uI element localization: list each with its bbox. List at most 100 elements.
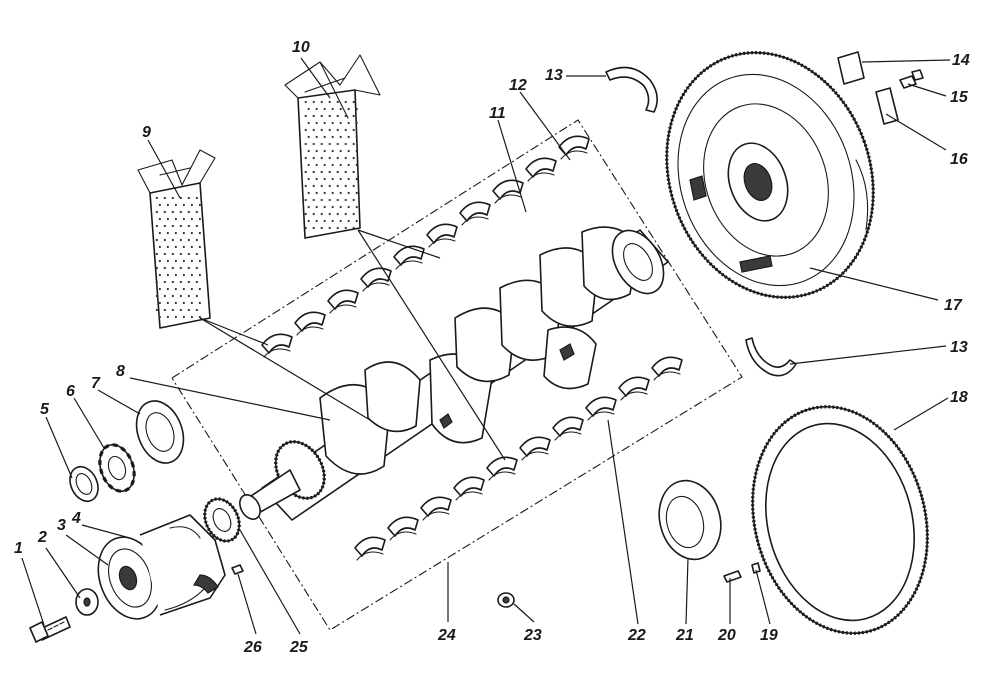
sprocket-6 bbox=[98, 443, 136, 493]
pack-texture-dot bbox=[158, 217, 161, 221]
pack-texture-dot bbox=[304, 128, 307, 132]
pack-texture-dot bbox=[179, 224, 182, 228]
pack-texture-dot bbox=[179, 280, 182, 284]
pack-texture-dot bbox=[187, 308, 190, 312]
pack-texture-dot bbox=[355, 149, 358, 153]
pack-texture-dot bbox=[320, 156, 323, 160]
plate-16 bbox=[875, 87, 899, 125]
lower-bearing-shells bbox=[354, 356, 683, 561]
pack-texture-dot bbox=[312, 142, 315, 146]
pack-texture-dot bbox=[155, 294, 158, 298]
pack-texture-dot bbox=[155, 308, 158, 312]
pack-texture-dot bbox=[315, 163, 318, 167]
pack-texture-dot bbox=[155, 266, 158, 270]
pack-texture-dot bbox=[155, 210, 158, 214]
lower-shell bbox=[552, 416, 584, 437]
pack-texture-dot bbox=[315, 191, 318, 195]
pack-texture-dot bbox=[339, 163, 342, 167]
upper-shell-edge bbox=[296, 326, 324, 336]
pack-texture-dot bbox=[163, 252, 166, 256]
pack-texture-dot bbox=[155, 224, 158, 228]
pack-texture-dot bbox=[355, 219, 358, 223]
pack-texture-dot bbox=[163, 224, 166, 228]
pack-texture-dot bbox=[195, 266, 198, 270]
lower-shell bbox=[585, 396, 617, 417]
pack-texture-dot bbox=[195, 280, 198, 284]
pack-texture-dot bbox=[315, 149, 318, 153]
pack-texture-dot bbox=[163, 280, 166, 284]
upper-shell-edge bbox=[329, 304, 357, 314]
pack-texture-dot bbox=[323, 135, 326, 139]
pack-texture-dot bbox=[347, 191, 350, 195]
pack-texture-dot bbox=[347, 135, 350, 139]
pack-texture-dot bbox=[352, 142, 355, 146]
pack-texture-dot bbox=[323, 205, 326, 209]
pack-texture-dot bbox=[179, 266, 182, 270]
pack-texture-dot bbox=[158, 315, 161, 319]
pack-texture-dot bbox=[307, 121, 310, 125]
pack-texture-dot bbox=[304, 156, 307, 160]
pack-texture-dot bbox=[323, 163, 326, 167]
pack-texture-dot bbox=[174, 287, 177, 291]
pack-texture-dot bbox=[182, 217, 185, 221]
pack-texture-dot bbox=[347, 163, 350, 167]
pack-texture-dot bbox=[320, 142, 323, 146]
callout-22: 22 bbox=[627, 627, 646, 644]
callout-10: 10 bbox=[292, 39, 310, 56]
pack-texture-dot bbox=[347, 149, 350, 153]
pulley-bolt bbox=[29, 616, 71, 643]
callout-11: 11 bbox=[489, 105, 506, 122]
pack-texture-dot bbox=[344, 156, 347, 160]
callout-18: 18 bbox=[950, 389, 968, 406]
upper-shell-edge bbox=[395, 260, 423, 270]
upper-shell-edge bbox=[494, 194, 522, 204]
pack-texture-dot bbox=[320, 114, 323, 118]
pack-texture-dot bbox=[336, 170, 339, 174]
pack-texture-dot bbox=[355, 107, 358, 111]
callout-1: 1 bbox=[14, 540, 23, 557]
lock-plate-14 bbox=[837, 51, 865, 85]
pack-texture-dot bbox=[312, 226, 315, 230]
callout-23: 23 bbox=[523, 627, 542, 644]
small-pin-19 bbox=[751, 562, 761, 574]
callout-17: 17 bbox=[944, 297, 963, 314]
pack-texture-dot bbox=[352, 128, 355, 132]
pack-texture-dot bbox=[304, 226, 307, 230]
pack-texture-dot bbox=[331, 135, 334, 139]
pack-texture-dot bbox=[158, 245, 161, 249]
pack-texture-dot bbox=[304, 184, 307, 188]
pack-texture-dot bbox=[344, 226, 347, 230]
pack-texture-dot bbox=[174, 273, 177, 277]
pack-texture-dot bbox=[312, 114, 315, 118]
pack-texture-dot bbox=[331, 177, 334, 181]
pack-texture-dot bbox=[312, 212, 315, 216]
pack-texture-dot bbox=[179, 308, 182, 312]
pack-texture-dot bbox=[315, 219, 318, 223]
pack-texture-dot bbox=[323, 121, 326, 125]
pack-texture-dot bbox=[307, 219, 310, 223]
flywheel bbox=[665, 51, 875, 299]
upper-shell-edge bbox=[560, 150, 588, 160]
leader-lines bbox=[21, 57, 951, 635]
pack-texture-dot bbox=[198, 217, 201, 221]
key-pin bbox=[231, 564, 244, 575]
pack-texture-dot bbox=[352, 184, 355, 188]
pack-texture-dot bbox=[174, 203, 177, 207]
pack-texture-dot bbox=[166, 231, 169, 235]
pack-texture-dot bbox=[171, 294, 174, 298]
washer bbox=[75, 588, 99, 616]
upper-shell-edge bbox=[428, 238, 456, 248]
pack-texture-dot bbox=[320, 128, 323, 132]
crankshaft-pulley bbox=[97, 514, 226, 620]
lower-shell bbox=[420, 496, 452, 517]
callout-25: 25 bbox=[289, 639, 309, 656]
pack-texture-dot bbox=[166, 259, 169, 263]
pack-texture-dot bbox=[328, 170, 331, 174]
pack-texture-dot bbox=[163, 210, 166, 214]
pack-texture-dot bbox=[320, 226, 323, 230]
pack-texture-dot bbox=[339, 121, 342, 125]
callout-labels: 1 2 3 4 5 6 7 8 9 10 11 12 13 14 15 16 1… bbox=[14, 39, 970, 656]
ring-5 bbox=[69, 465, 99, 503]
pack-texture-dot bbox=[323, 219, 326, 223]
